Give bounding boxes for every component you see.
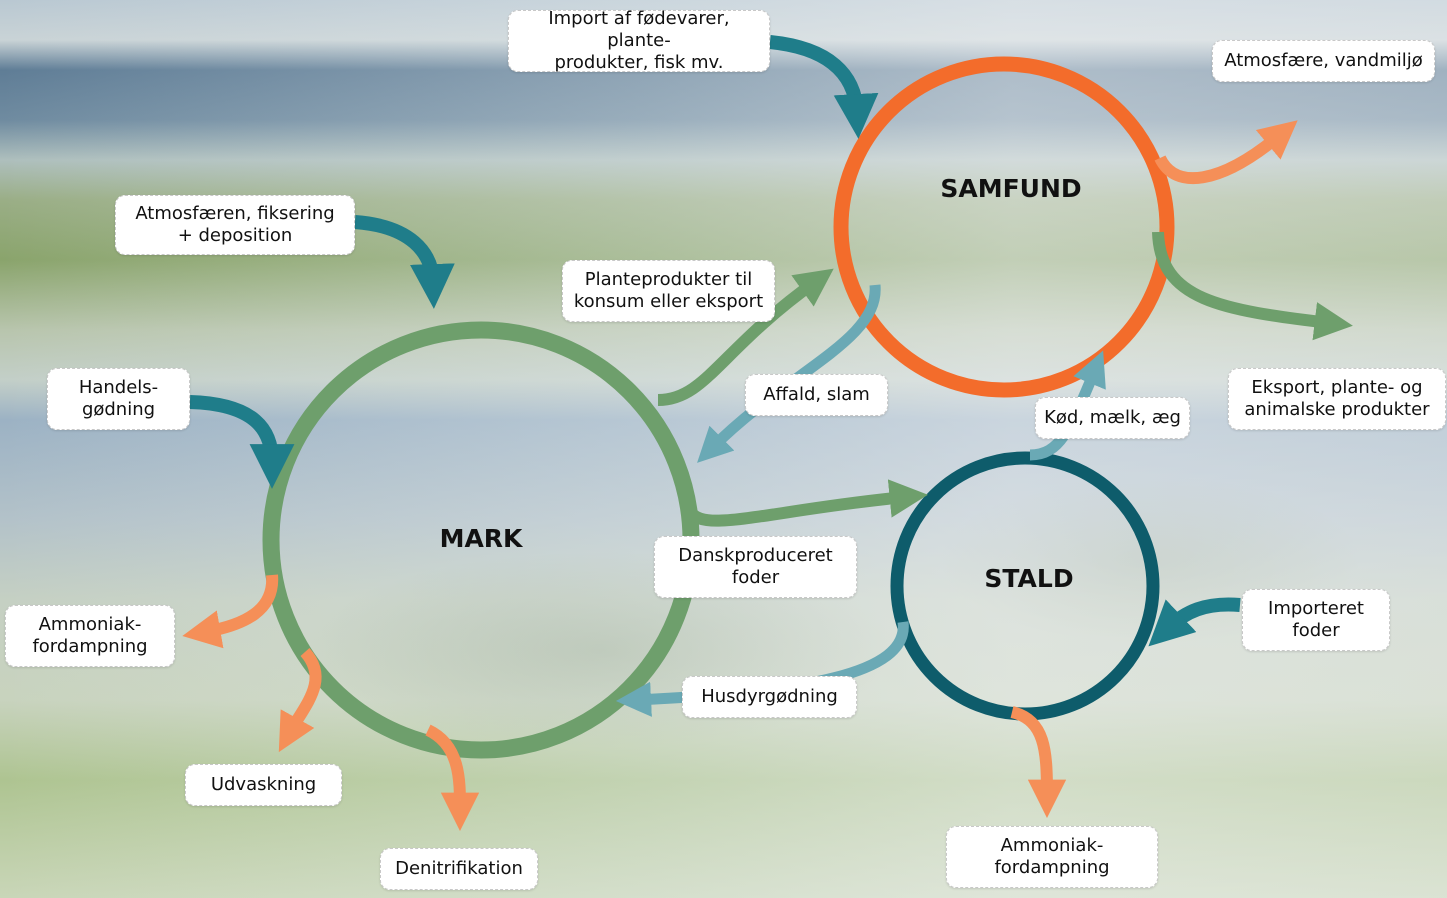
label-danish-feed: Danskproduceret foder (654, 536, 857, 598)
arrow-atmosphere-water (1154, 120, 1298, 185)
label-import-food: Import af fødevarer, plante- produkter, … (508, 8, 770, 73)
arrow-imported-feed (1148, 597, 1241, 647)
arrow-leaching (278, 648, 322, 753)
label-leaching: Udvaskning (185, 764, 342, 806)
label-plant-products: Planteprodukter til konsum eller eksport (562, 260, 775, 322)
label-atmosphere-fixation: Atmosfæren, fiksering + deposition (115, 195, 355, 255)
label-waste-sludge: Affald, slam (745, 374, 888, 416)
label-imported-feed: Importeret foder (1242, 589, 1390, 651)
label-manure: Husdyrgødning (682, 676, 857, 718)
label-meat-milk-eggs: Kød, mælk, æg (1035, 397, 1190, 439)
arrow-commercial-fertilizer (189, 395, 295, 489)
arrow-import-food (769, 35, 879, 139)
label-ammonia-stald: Ammoniak- fordampning (946, 826, 1158, 888)
label-denitrification: Denitrifikation (380, 848, 538, 890)
label-ammonia-mark: Ammoniak- fordampning (5, 605, 175, 667)
samfund-label: SAMFUND (940, 174, 1081, 203)
arrow-danish-feed (684, 479, 928, 527)
stald-label: STALD (984, 564, 1073, 593)
label-atmosphere-water: Atmosfære, vandmiljø (1212, 40, 1435, 82)
arrow-ammonia-stald (1010, 706, 1067, 819)
arrow-plant-products (657, 268, 834, 406)
label-export-products: Eksport, plante- og animalske produkter (1228, 368, 1446, 430)
label-commercial-fertilizer: Handels- gødning (47, 368, 190, 430)
samfund-circle (833, 56, 1175, 398)
arrow-atmosphere-fixation (354, 215, 455, 309)
mark-label: MARK (440, 524, 524, 553)
arrow-export-products (1152, 231, 1353, 341)
arrow-denitrification (425, 724, 480, 832)
arrow-ammonia-mark (182, 574, 279, 649)
arrow-waste-sludge (697, 284, 881, 463)
